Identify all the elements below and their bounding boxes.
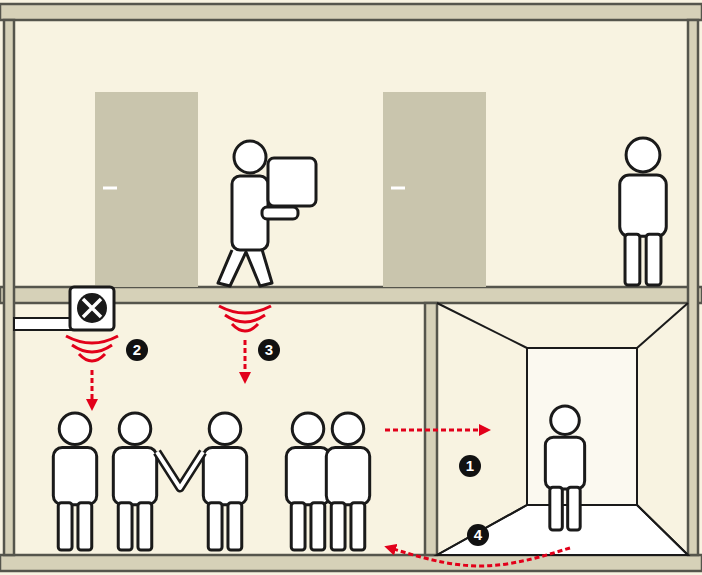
person (326, 413, 369, 550)
noise-arrow (390, 548, 570, 566)
noise-arrow (244, 340, 247, 378)
callout-number: 1 (459, 455, 481, 477)
noise-arrow (385, 429, 485, 432)
person (286, 413, 329, 550)
person (203, 413, 246, 550)
sound-waves (66, 336, 118, 361)
door (383, 92, 486, 287)
fan-unit (14, 287, 114, 330)
handshake (157, 452, 203, 488)
door-handle (103, 187, 117, 190)
left-wall (4, 20, 14, 555)
door-handle (391, 187, 405, 190)
elevator-person (545, 406, 584, 530)
standing-person (620, 138, 667, 285)
callout-number: 4 (467, 524, 489, 546)
person (113, 413, 156, 550)
ground-slab (0, 555, 702, 571)
callout-number: 3 (258, 339, 280, 361)
walking-person (218, 141, 316, 286)
right-wall (688, 20, 698, 555)
roof-slab (0, 4, 702, 20)
person (53, 413, 96, 550)
sound-waves (219, 306, 271, 331)
door (95, 92, 198, 287)
callout-number: 2 (126, 339, 148, 361)
noise-arrow (91, 370, 94, 405)
handshake (157, 452, 203, 488)
